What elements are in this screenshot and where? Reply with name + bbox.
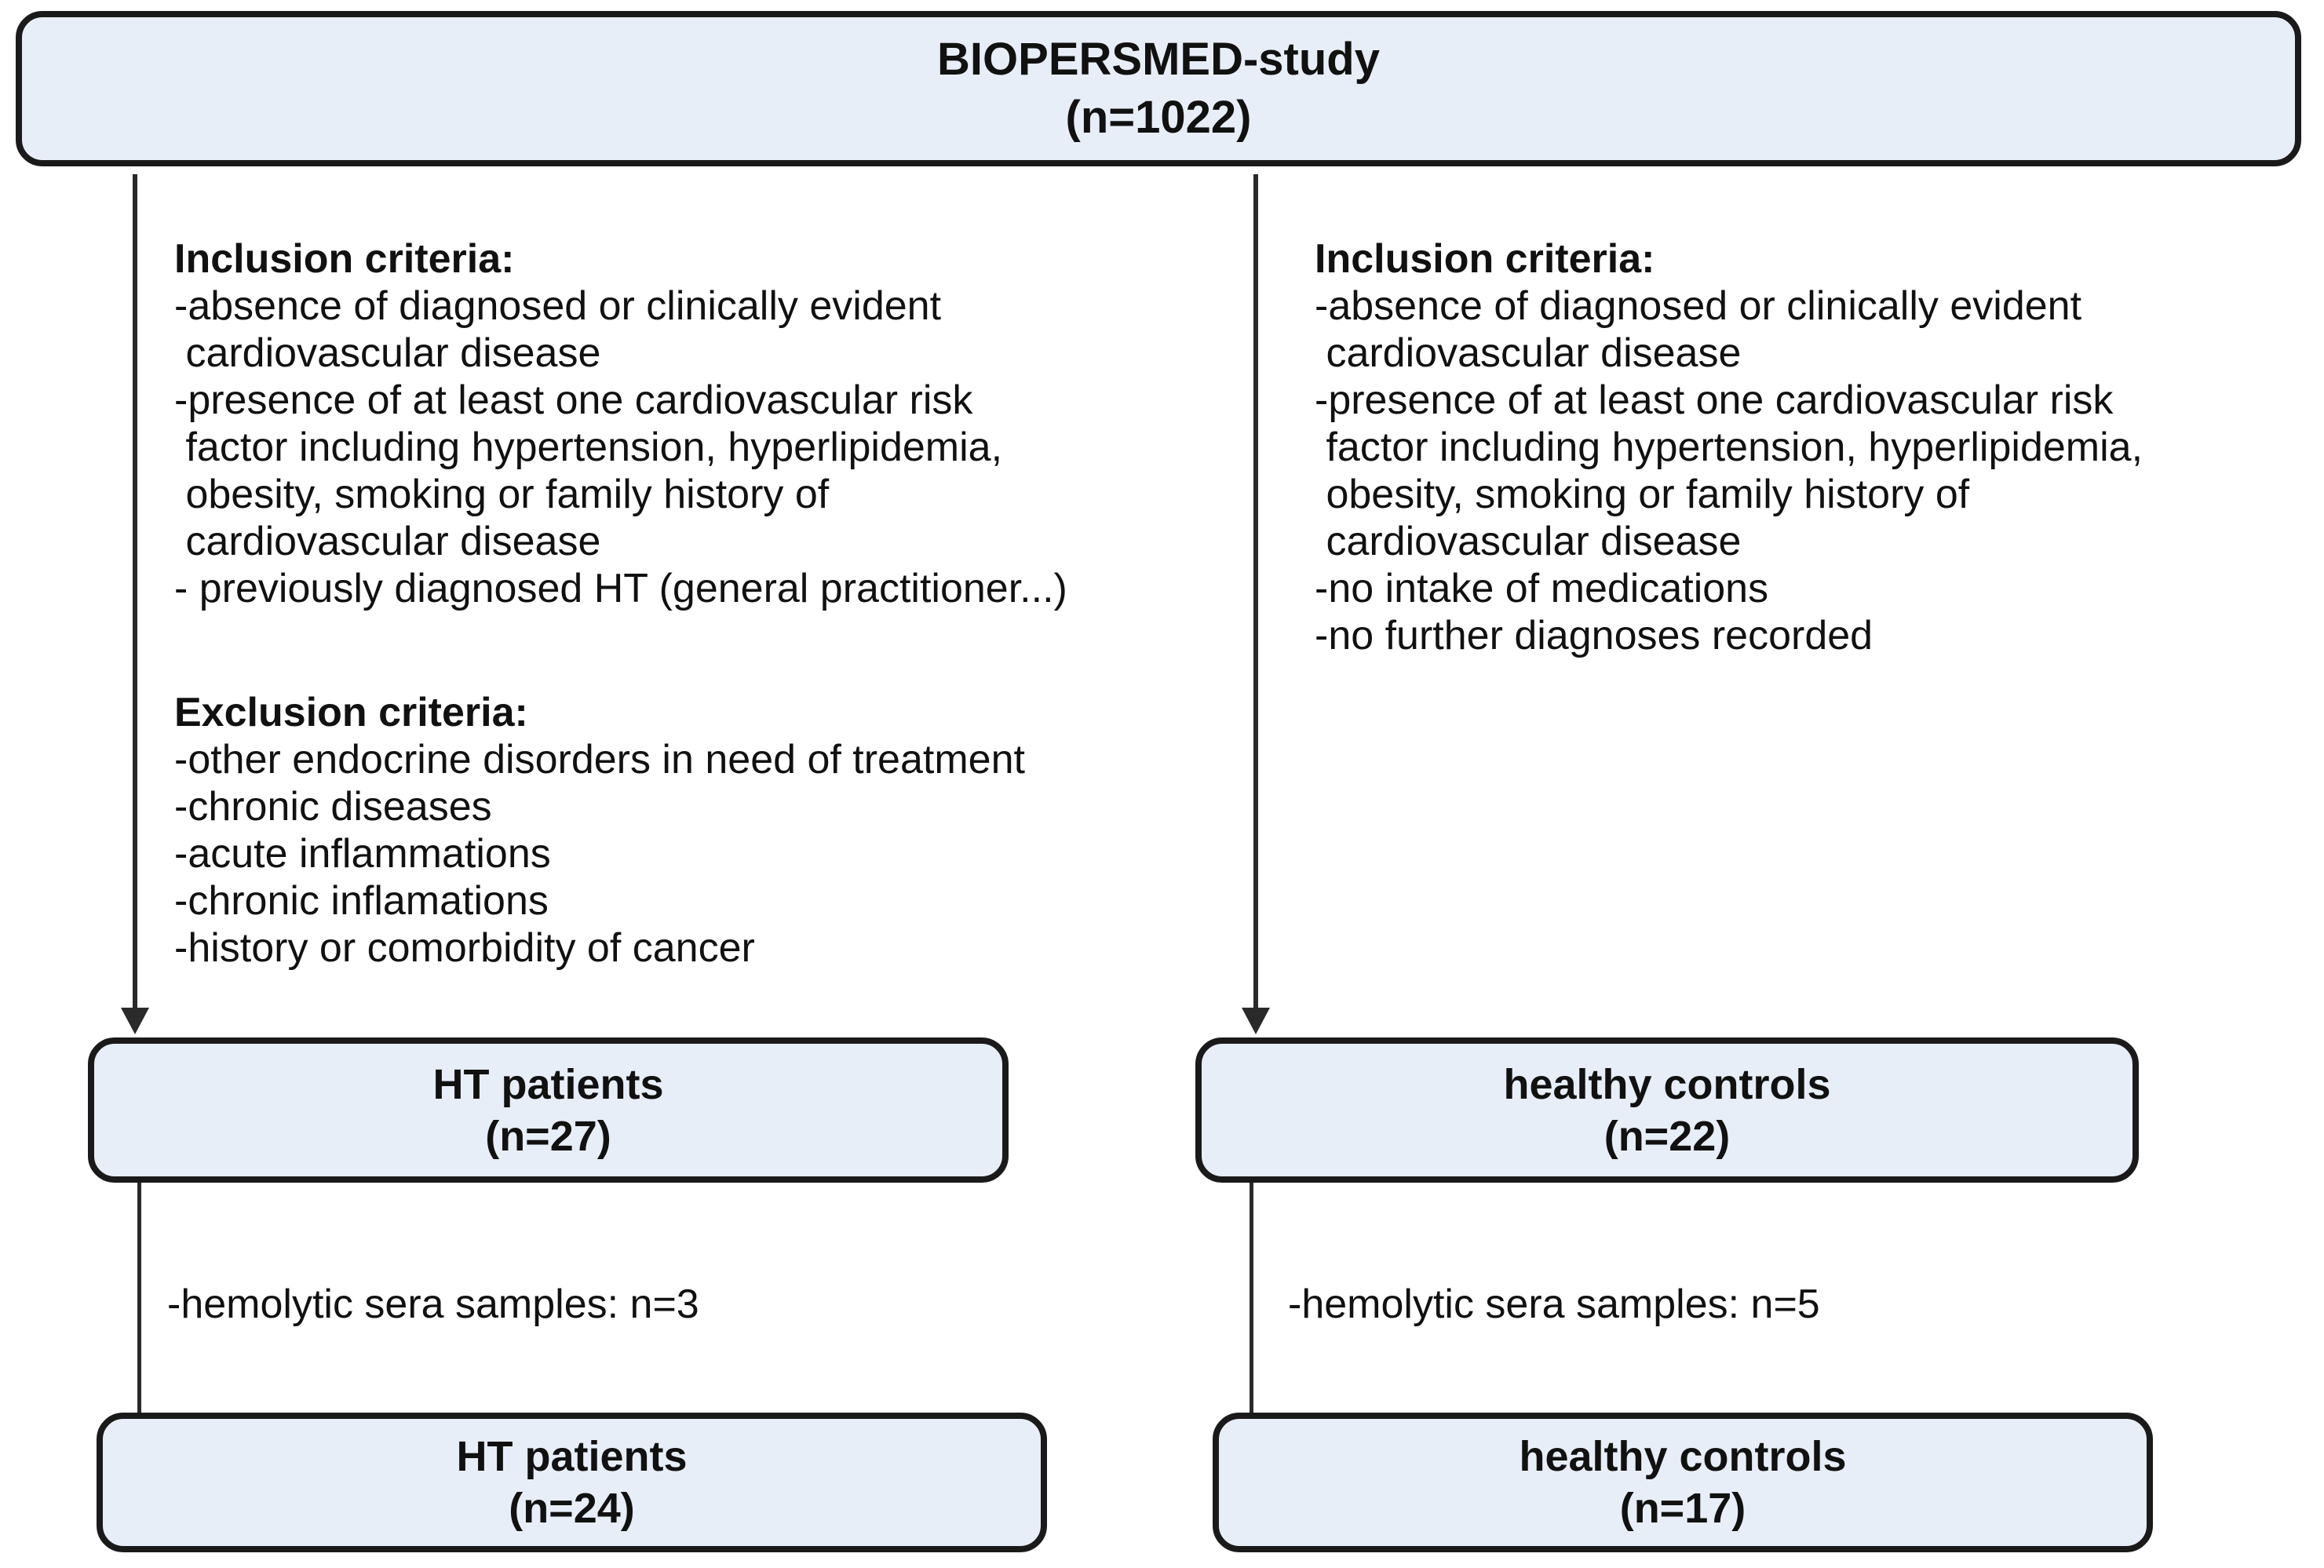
healthy-controls-initial-label: healthy controls <box>1503 1060 1831 1108</box>
criteria-line: -no further diagnoses recorded <box>1315 613 1873 658</box>
connector-left <box>137 1183 141 1414</box>
connector-right <box>1250 1183 1253 1414</box>
healthy-controls-box-final: healthy controls (n=17) <box>1213 1413 2153 1552</box>
criteria-line: -absence of diagnosed or clinically evid… <box>174 283 942 329</box>
criteria-line: cardiovascular disease <box>174 330 601 376</box>
exclusion-criteria-left-title: Exclusion criteria: <box>174 690 528 735</box>
criteria-line: -chronic inflamations <box>174 878 549 924</box>
criteria-line: -acute inflammations <box>174 831 551 877</box>
ht-patients-final-label: HT patients <box>456 1433 688 1480</box>
criteria-line: cardiovascular disease <box>1315 519 1742 564</box>
healthy-controls-final-count: (n=17) <box>1619 1485 1746 1532</box>
criteria-line: - previously diagnosed HT (general pract… <box>174 566 1067 611</box>
criteria-line: -no intake of medications <box>1315 566 1769 611</box>
exclusion-criteria-left: Exclusion criteria: -other endocrine dis… <box>174 689 1025 972</box>
ht-patients-initial-label: HT patients <box>432 1060 664 1108</box>
criteria-line: -other endocrine disorders in need of tr… <box>174 737 1025 782</box>
criteria-line: -presence of at least one cardiovascular… <box>174 377 973 423</box>
criteria-line: -history or comorbidity of cancer <box>174 925 755 971</box>
ht-patients-final-count: (n=24) <box>509 1485 635 1532</box>
criteria-line: obesity, smoking or family history of <box>174 472 830 517</box>
study-box: BIOPERSMED-study (n=1022) <box>16 11 2301 166</box>
criteria-line: obesity, smoking or family history of <box>1315 472 1970 517</box>
healthy-controls-final-label: healthy controls <box>1519 1433 1847 1480</box>
flow-line-left <box>133 174 137 1011</box>
ht-patients-box-final: HT patients (n=24) <box>97 1413 1047 1552</box>
criteria-line: -absence of diagnosed or clinically evid… <box>1315 283 2082 329</box>
inclusion-criteria-left: Inclusion criteria: -absence of diagnose… <box>174 235 1067 612</box>
criteria-line: cardiovascular disease <box>1315 330 1742 376</box>
healthy-controls-box-initial: healthy controls (n=22) <box>1195 1037 2139 1183</box>
criteria-line: -presence of at least one cardiovascular… <box>1315 377 2114 423</box>
ht-patients-initial-count: (n=27) <box>485 1112 611 1160</box>
criteria-line: cardiovascular disease <box>174 519 601 564</box>
hemolytic-note-left: -hemolytic sera samples: n=3 <box>167 1282 699 1327</box>
healthy-controls-initial-count: (n=22) <box>1603 1112 1731 1160</box>
arrowhead-down-left-icon <box>121 1008 149 1034</box>
inclusion-criteria-right-title: Inclusion criteria: <box>1315 236 1655 282</box>
hemolytic-note-right: -hemolytic sera samples: n=5 <box>1288 1282 1820 1327</box>
inclusion-criteria-left-title: Inclusion criteria: <box>174 236 515 282</box>
criteria-line: factor including hypertension, hyperlipi… <box>174 425 1003 470</box>
criteria-line: -chronic diseases <box>174 784 492 830</box>
flow-line-right <box>1253 174 1258 1011</box>
study-box-count: (n=1022) <box>1065 92 1252 143</box>
arrowhead-down-right-icon <box>1242 1008 1270 1034</box>
inclusion-criteria-right: Inclusion criteria: -absence of diagnose… <box>1315 235 2143 659</box>
criteria-line: factor including hypertension, hyperlipi… <box>1315 425 2143 470</box>
ht-patients-box-initial: HT patients (n=27) <box>88 1037 1009 1183</box>
study-box-title: BIOPERSMED-study <box>937 34 1380 85</box>
